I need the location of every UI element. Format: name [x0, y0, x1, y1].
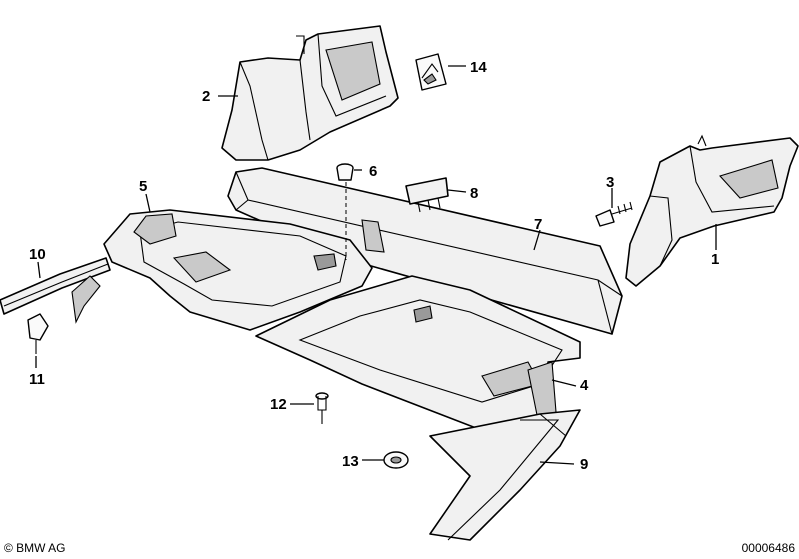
leader-lines: [35, 65, 717, 465]
part-5-floor-panel-left: [103, 209, 373, 331]
part-14-clip: [415, 53, 447, 91]
callout-2: 2: [202, 88, 210, 105]
part-8-cover-cap: [405, 177, 449, 213]
callout-11: 11: [29, 371, 45, 388]
callout-10: 10: [29, 246, 46, 263]
callout-4: 4: [580, 377, 589, 394]
part-6-plug: [336, 163, 354, 181]
callout-5: 5: [139, 178, 147, 195]
part-1-side-trim-right: [625, 134, 799, 287]
callout-6: 6: [369, 163, 377, 180]
part-4-floor-panel-right: [255, 275, 581, 429]
part-13-nut: [383, 451, 409, 469]
callout-3: 3: [606, 174, 614, 191]
part-2-side-trim-left: [221, 25, 399, 161]
part-10-sill-strip: [0, 257, 111, 324]
callout-12: 12: [270, 396, 287, 413]
callout-1: 1: [711, 251, 719, 268]
callout-9: 9: [580, 456, 588, 473]
diagram-number: 00006486: [742, 541, 796, 555]
part-11-clip: [27, 313, 49, 354]
copyright-label: © BMW AG: [4, 541, 66, 555]
part-3-screw: [595, 201, 633, 227]
part-9-sill-strip: [429, 409, 581, 541]
part-12-screw: [315, 392, 329, 424]
callout-8: 8: [470, 185, 478, 202]
part-7-cross-panel: [227, 167, 623, 335]
callout-14: 14: [470, 59, 487, 76]
callout-13: 13: [342, 453, 359, 470]
callout-7: 7: [534, 216, 542, 233]
